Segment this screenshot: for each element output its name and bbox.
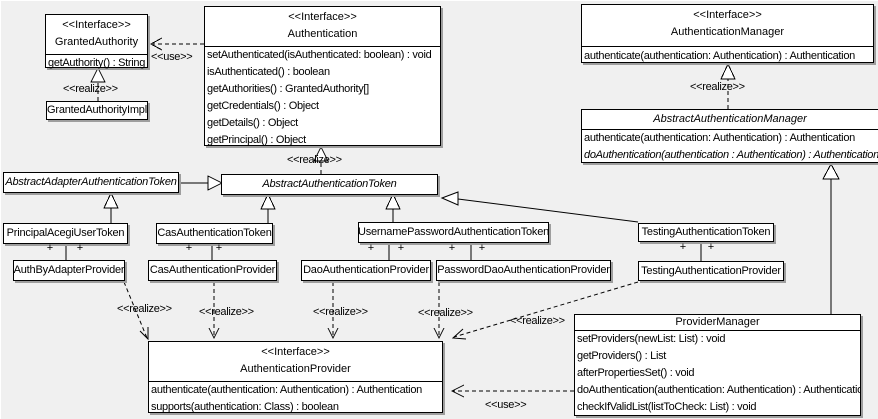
class-granted-authority[interactable]: <<Interface>> GrantedAuthority getAuthor… xyxy=(45,14,148,69)
method: getAuthority() : String xyxy=(48,57,146,69)
association-plus: + xyxy=(707,241,715,253)
association-plus: + xyxy=(76,242,84,254)
realize-label-grantedauthorityimpl: <<realize>> xyxy=(63,83,118,95)
class-name: GrantedAuthorityImpl xyxy=(47,104,147,116)
class-name: AbstractAuthenticationManager xyxy=(582,110,878,130)
class-password-dao-authentication-provider[interactable]: PasswordDaoAuthenticationProvider xyxy=(436,260,611,281)
method: getProviders() : List xyxy=(577,350,667,362)
method: setProviders(newList: List) : void xyxy=(577,333,726,345)
stereotype-label: <<Interface>> xyxy=(62,19,131,31)
class-name: AbstractAdapterAuthenticationToken xyxy=(5,176,177,188)
class-abstract-authentication-manager[interactable]: AbstractAuthenticationManager authentica… xyxy=(581,109,878,163)
class-authentication-manager[interactable]: <<Interface>> AuthenticationManager auth… xyxy=(581,4,874,63)
use-label-providermanager: <<use>> xyxy=(485,399,527,411)
class-name: TestingAuthenticationProvider xyxy=(641,264,781,277)
association-plus: + xyxy=(185,242,193,254)
method: isAuthenticated() : boolean xyxy=(207,66,330,78)
class-name: ProviderManager xyxy=(575,315,860,331)
realize-label-casauthenticationprovider: <<realize>> xyxy=(199,306,254,318)
class-name: GrantedAuthority xyxy=(54,36,139,48)
realize-label-daoauthenticationprovider: <<realize>> xyxy=(313,306,368,318)
stereotype-label: <<Interface>> xyxy=(693,9,762,21)
class-name: TestingAuthenticationToken xyxy=(641,226,771,238)
method: getCredentials() : Object xyxy=(207,100,319,112)
association-plus: + xyxy=(215,242,223,254)
class-authentication-provider[interactable]: <<Interface>> AuthenticationProvider aut… xyxy=(148,341,443,413)
method: authenticate(authentication: Authenticat… xyxy=(584,50,855,62)
class-cas-authentication-provider[interactable]: CasAuthenticationProvider xyxy=(148,260,277,281)
association-plus: + xyxy=(478,242,486,254)
class-abstract-adapter-authentication-token[interactable]: AbstractAdapterAuthenticationToken xyxy=(3,172,179,193)
association-plus: + xyxy=(397,242,405,254)
class-name: CasAuthenticationToken xyxy=(157,227,272,239)
realize-label-abstractauthenticationtoken: <<realize>> xyxy=(287,154,342,166)
class-username-password-authentication-token[interactable]: UsernamePasswordAuthenticationToken xyxy=(358,222,549,243)
class-provider-manager[interactable]: ProviderManager setProviders(newList: Li… xyxy=(574,314,861,416)
association-plus: + xyxy=(46,242,54,254)
class-principal-acegi-user-token[interactable]: PrincipalAcegiUserToken xyxy=(3,223,128,244)
class-dao-authentication-provider[interactable]: DaoAuthenticationProvider xyxy=(301,260,431,281)
stereotype-label: <<Interface>> xyxy=(288,11,357,23)
method: supports(authentication: Class) : boolea… xyxy=(151,401,339,413)
class-name: UsernamePasswordAuthenticationToken xyxy=(359,226,548,238)
stereotype-label: <<Interface>> xyxy=(261,346,330,358)
method: setAuthenticated(isAuthenticated: boolea… xyxy=(207,49,432,61)
use-label-authentication-grantedauthority: <<use>> xyxy=(151,51,193,63)
realize-label-passworddaoprovider: <<realize>> xyxy=(418,307,473,319)
class-name: AuthenticationManager xyxy=(670,26,785,38)
class-name: CasAuthenticationProvider xyxy=(149,264,276,276)
association-plus: + xyxy=(679,241,687,253)
realize-label-testingprovider: <<realize>> xyxy=(510,315,565,327)
class-authentication[interactable]: <<Interface>> Authentication setAuthenti… xyxy=(204,6,441,146)
association-plus: + xyxy=(448,242,456,254)
class-name: AuthenticationProvider xyxy=(240,363,351,375)
method: authenticate(authentication: Authenticat… xyxy=(584,132,855,144)
class-name: AuthByAdapterProvider xyxy=(14,264,124,276)
method: doAuthentication(authentication: Authent… xyxy=(577,384,860,396)
class-testing-authentication-provider[interactable]: TestingAuthenticationProvider xyxy=(638,261,784,281)
class-name: DaoAuthenticationProvider xyxy=(303,264,429,276)
method: authenticate(authentication: Authenticat… xyxy=(151,384,422,396)
method: getAuthorities() : GrantedAuthority[] xyxy=(207,83,369,95)
method: getPrincipal() : Object xyxy=(207,134,306,146)
association-plus: + xyxy=(367,242,375,254)
class-name: PrincipalAcegiUserToken xyxy=(6,227,125,239)
class-abstract-authentication-token[interactable]: AbstractAuthenticationToken xyxy=(221,174,438,195)
class-granted-authority-impl[interactable]: GrantedAuthorityImpl xyxy=(46,101,148,120)
class-auth-by-adapter-provider[interactable]: AuthByAdapterProvider xyxy=(13,260,125,281)
class-testing-authentication-token[interactable]: TestingAuthenticationToken xyxy=(638,223,774,242)
class-name: AbstractAuthenticationToken xyxy=(262,178,397,190)
method: checkIfValidList(listToCheck: List) : vo… xyxy=(577,401,757,413)
method: afterPropertiesSet() : void xyxy=(577,367,695,379)
method: getDetails() : Object xyxy=(207,117,298,129)
class-name: PasswordDaoAuthenticationProvider xyxy=(437,264,610,276)
realize-label-abstractauthenticationmanager: <<realize>> xyxy=(690,81,745,93)
class-cas-authentication-token[interactable]: CasAuthenticationToken xyxy=(156,223,273,244)
realize-label-authbyadapterprovider: <<realize>> xyxy=(117,303,172,315)
class-name: Authentication xyxy=(287,28,358,40)
method: doAuthentication(authentication : Authen… xyxy=(584,149,878,161)
